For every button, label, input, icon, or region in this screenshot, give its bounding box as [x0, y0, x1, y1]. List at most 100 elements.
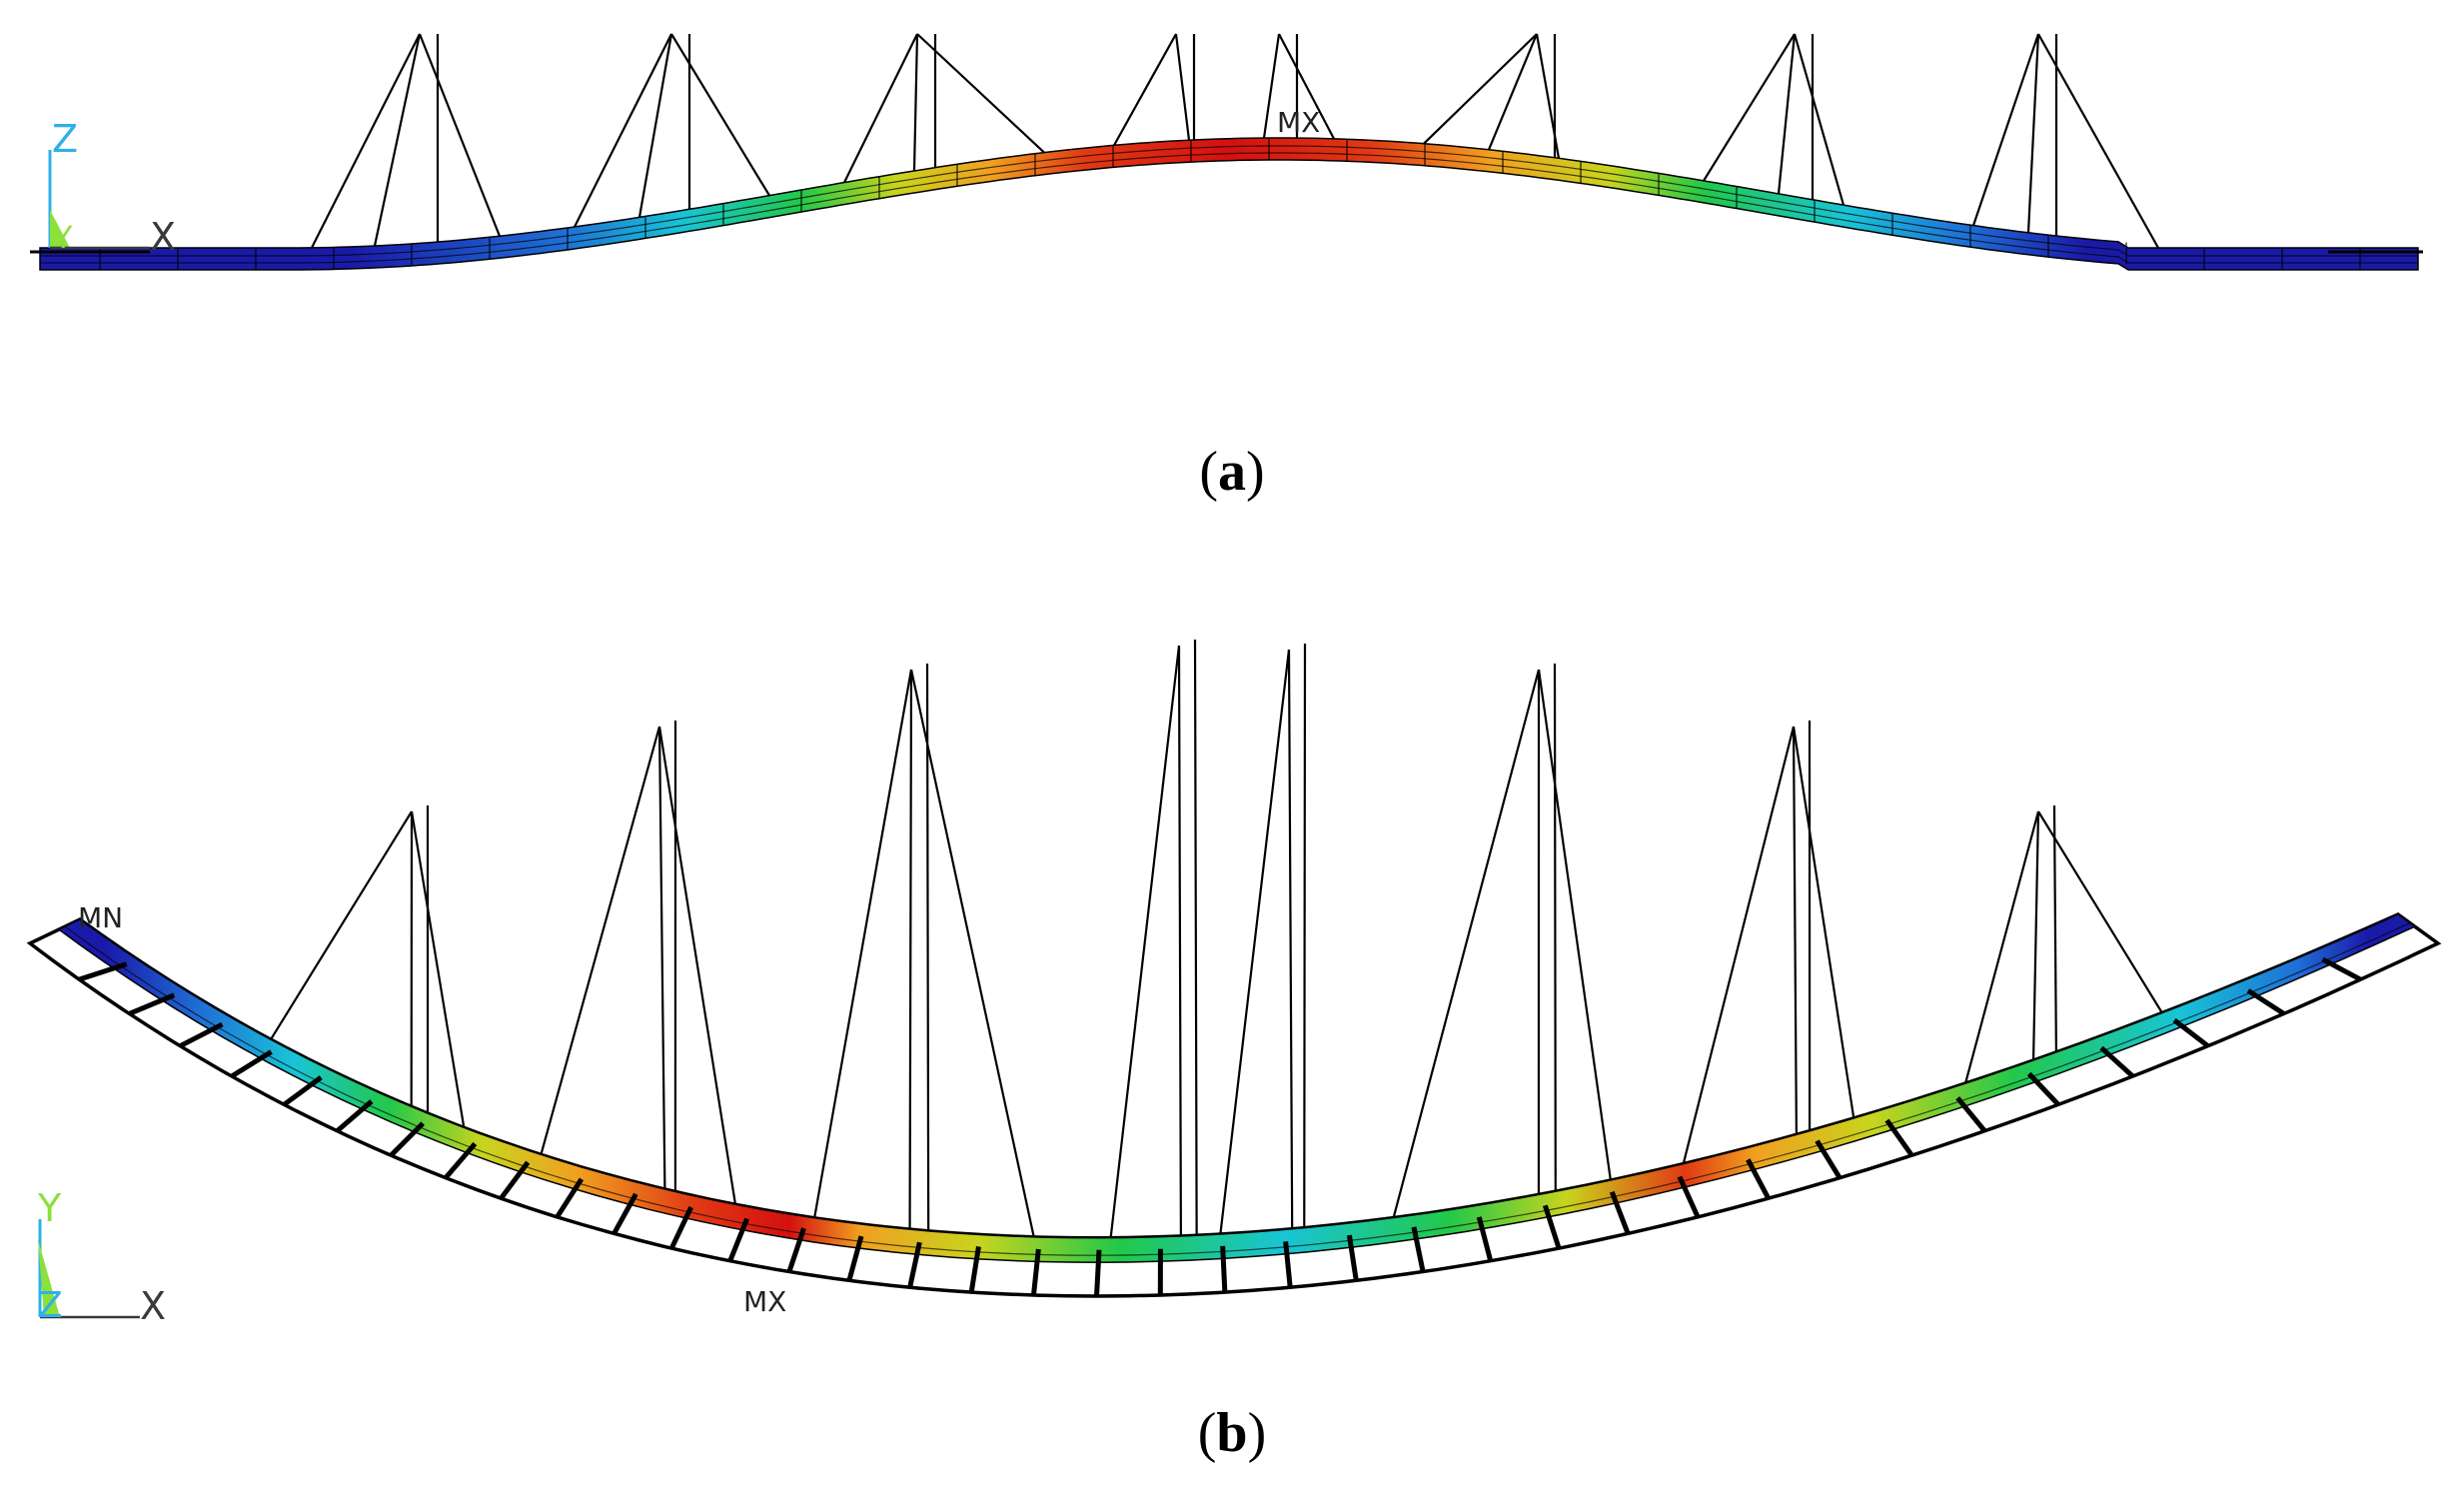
- panel-a-caption-open: (: [1199, 441, 1218, 503]
- panel-b-min-marker: MN: [78, 901, 123, 934]
- panel-b-cable: [813, 669, 913, 1218]
- panel-b-cable: [1177, 645, 1182, 1237]
- panel-b-max-marker: MX: [743, 1285, 786, 1318]
- panel-b-box-rib: [1476, 1216, 1494, 1262]
- panel-b-box-rib: [2172, 1017, 2210, 1048]
- panel-a-caption: (a): [0, 440, 2464, 504]
- panel-a-cable: [373, 33, 422, 247]
- panel-b-cable: [540, 726, 661, 1155]
- panel-b-cable: [1792, 726, 1798, 1135]
- panel-b-box-rib: [1609, 1190, 1631, 1235]
- panel-a-cable: [311, 33, 421, 249]
- panel-b-cable: [1287, 649, 1294, 1229]
- panel-a-axis-label-depth: Y: [53, 221, 73, 256]
- panel-b-cable: [1109, 645, 1181, 1238]
- panel-b-deck-contour: [57, 913, 2417, 1263]
- panel-b-pylon-line: [2052, 804, 2057, 1052]
- panel-a-cable: [843, 33, 918, 184]
- panel-b-cables: [270, 639, 2163, 1238]
- panel-b-box-rib: [335, 1099, 374, 1133]
- panel-b-box-rib: [2321, 956, 2362, 982]
- panel-b-box-rib: [786, 1227, 806, 1273]
- panel-b-cable: [1219, 649, 1291, 1235]
- panel-b-box-rib: [444, 1141, 478, 1180]
- panel-a-triad-depth-axis: [50, 210, 70, 248]
- panel-b-cable: [908, 669, 913, 1230]
- panel-a-cable: [1793, 33, 1846, 206]
- panel-b-caption: (b): [0, 1401, 2464, 1465]
- panel-b-axis-triad: Y Z X: [37, 1186, 166, 1328]
- panel-b-box-rib: [907, 1241, 922, 1288]
- panel-a-deck-layer-line: [40, 145, 2418, 257]
- panel-b-axis-label-depth: Z: [38, 1285, 63, 1326]
- panel-b-cable: [410, 810, 466, 1128]
- panel-b-box-rib: [612, 1192, 638, 1235]
- panel-b-box-rib: [1094, 1249, 1102, 1297]
- panel-b-cable: [657, 726, 666, 1190]
- panel-a-cable: [637, 33, 673, 218]
- panel-b-cable: [1392, 669, 1541, 1218]
- panel-b-deck: [26, 911, 2442, 1298]
- panel-b-box-rib: [846, 1235, 864, 1282]
- panel-a-axis-label-horizontal: X: [150, 215, 176, 259]
- panel-b-triad-depth-axis: [38, 1239, 60, 1317]
- panel-b: MN MX Y Z X: [26, 639, 2442, 1328]
- panel-b-pylon-line: [925, 663, 930, 1231]
- panel-b-cable: [2031, 810, 2040, 1061]
- panel-b-cable: [1682, 726, 1796, 1164]
- panel-a-cable: [1174, 33, 1191, 141]
- panel-b-box-rib: [1955, 1096, 1987, 1133]
- panel-b-box-rib: [1411, 1226, 1426, 1273]
- panel-b-axis-label-horizontal: X: [140, 1284, 166, 1328]
- panel-b-box-rib: [1542, 1204, 1562, 1249]
- panel-a-cable: [916, 33, 1045, 154]
- panel-a-cable: [1703, 33, 1796, 182]
- panel-b-box-rib: [1677, 1175, 1701, 1218]
- panel-b-box-rib: [230, 1049, 273, 1079]
- panel-b-cable: [1963, 810, 2040, 1084]
- panel-b-caption-letter: b: [1216, 1402, 1248, 1464]
- panel-a-cable: [574, 33, 672, 228]
- panel-b-box-rib: [1746, 1158, 1772, 1200]
- panel-a-cable: [1971, 33, 2040, 226]
- panel-b-box-rib: [1884, 1118, 1914, 1157]
- panel-b-box-rib: [1030, 1248, 1041, 1296]
- panel-b-pylon-line: [1553, 663, 1557, 1192]
- panel-b-box-rib: [2026, 1071, 2060, 1107]
- panel-b-caption-close: ): [1247, 1402, 1267, 1464]
- panel-b-cable: [1537, 669, 1612, 1181]
- panel-a-cable: [2037, 33, 2159, 249]
- panel-a-axis-label-vertical: Z: [52, 117, 78, 161]
- panel-b-pylon-line: [1303, 643, 1307, 1228]
- panel-a-caption-letter: a: [1218, 441, 1246, 503]
- panel-b-box-rib: [1283, 1241, 1293, 1288]
- panel-a-axis-triad: Z Y X: [48, 117, 176, 259]
- panel-a-cable: [1423, 33, 1538, 145]
- panel-b-box-rib: [668, 1205, 693, 1250]
- panel-b-box-rib: [128, 992, 176, 1016]
- panel-b-cable: [1792, 726, 1855, 1119]
- panel-b-box-rib: [727, 1217, 749, 1262]
- panel-a-deck-contour: [39, 137, 2419, 271]
- panel-b-box-rib: [1815, 1139, 1843, 1179]
- panel-a-cables: [311, 33, 2159, 249]
- panel-b-axis-label-vertical: Y: [37, 1186, 62, 1230]
- panel-a-cable: [418, 33, 502, 237]
- panel-b-box-rib: [2099, 1045, 2135, 1078]
- panel-b-box-rib: [555, 1177, 585, 1219]
- panel-b-box-rib: [1346, 1234, 1359, 1281]
- panel-a-cable: [670, 33, 770, 197]
- panel-a-caption-close: ): [1246, 441, 1265, 503]
- panel-a-deck-layer-line: [40, 152, 2418, 264]
- panel-b-pylon-line: [1193, 639, 1198, 1236]
- panel-b-box-rib: [389, 1121, 425, 1157]
- panel-a-cable: [1777, 33, 1797, 194]
- panel-b-box-rib: [2246, 988, 2286, 1016]
- panel-b-cable: [909, 669, 1035, 1238]
- panel-b-box-girder-ribs: [78, 956, 2362, 1297]
- panel-a-deck: [30, 137, 2423, 271]
- panel-a-cable: [912, 33, 919, 171]
- panel-b-box-rib: [1220, 1245, 1228, 1293]
- panel-b-box-rib: [282, 1075, 323, 1107]
